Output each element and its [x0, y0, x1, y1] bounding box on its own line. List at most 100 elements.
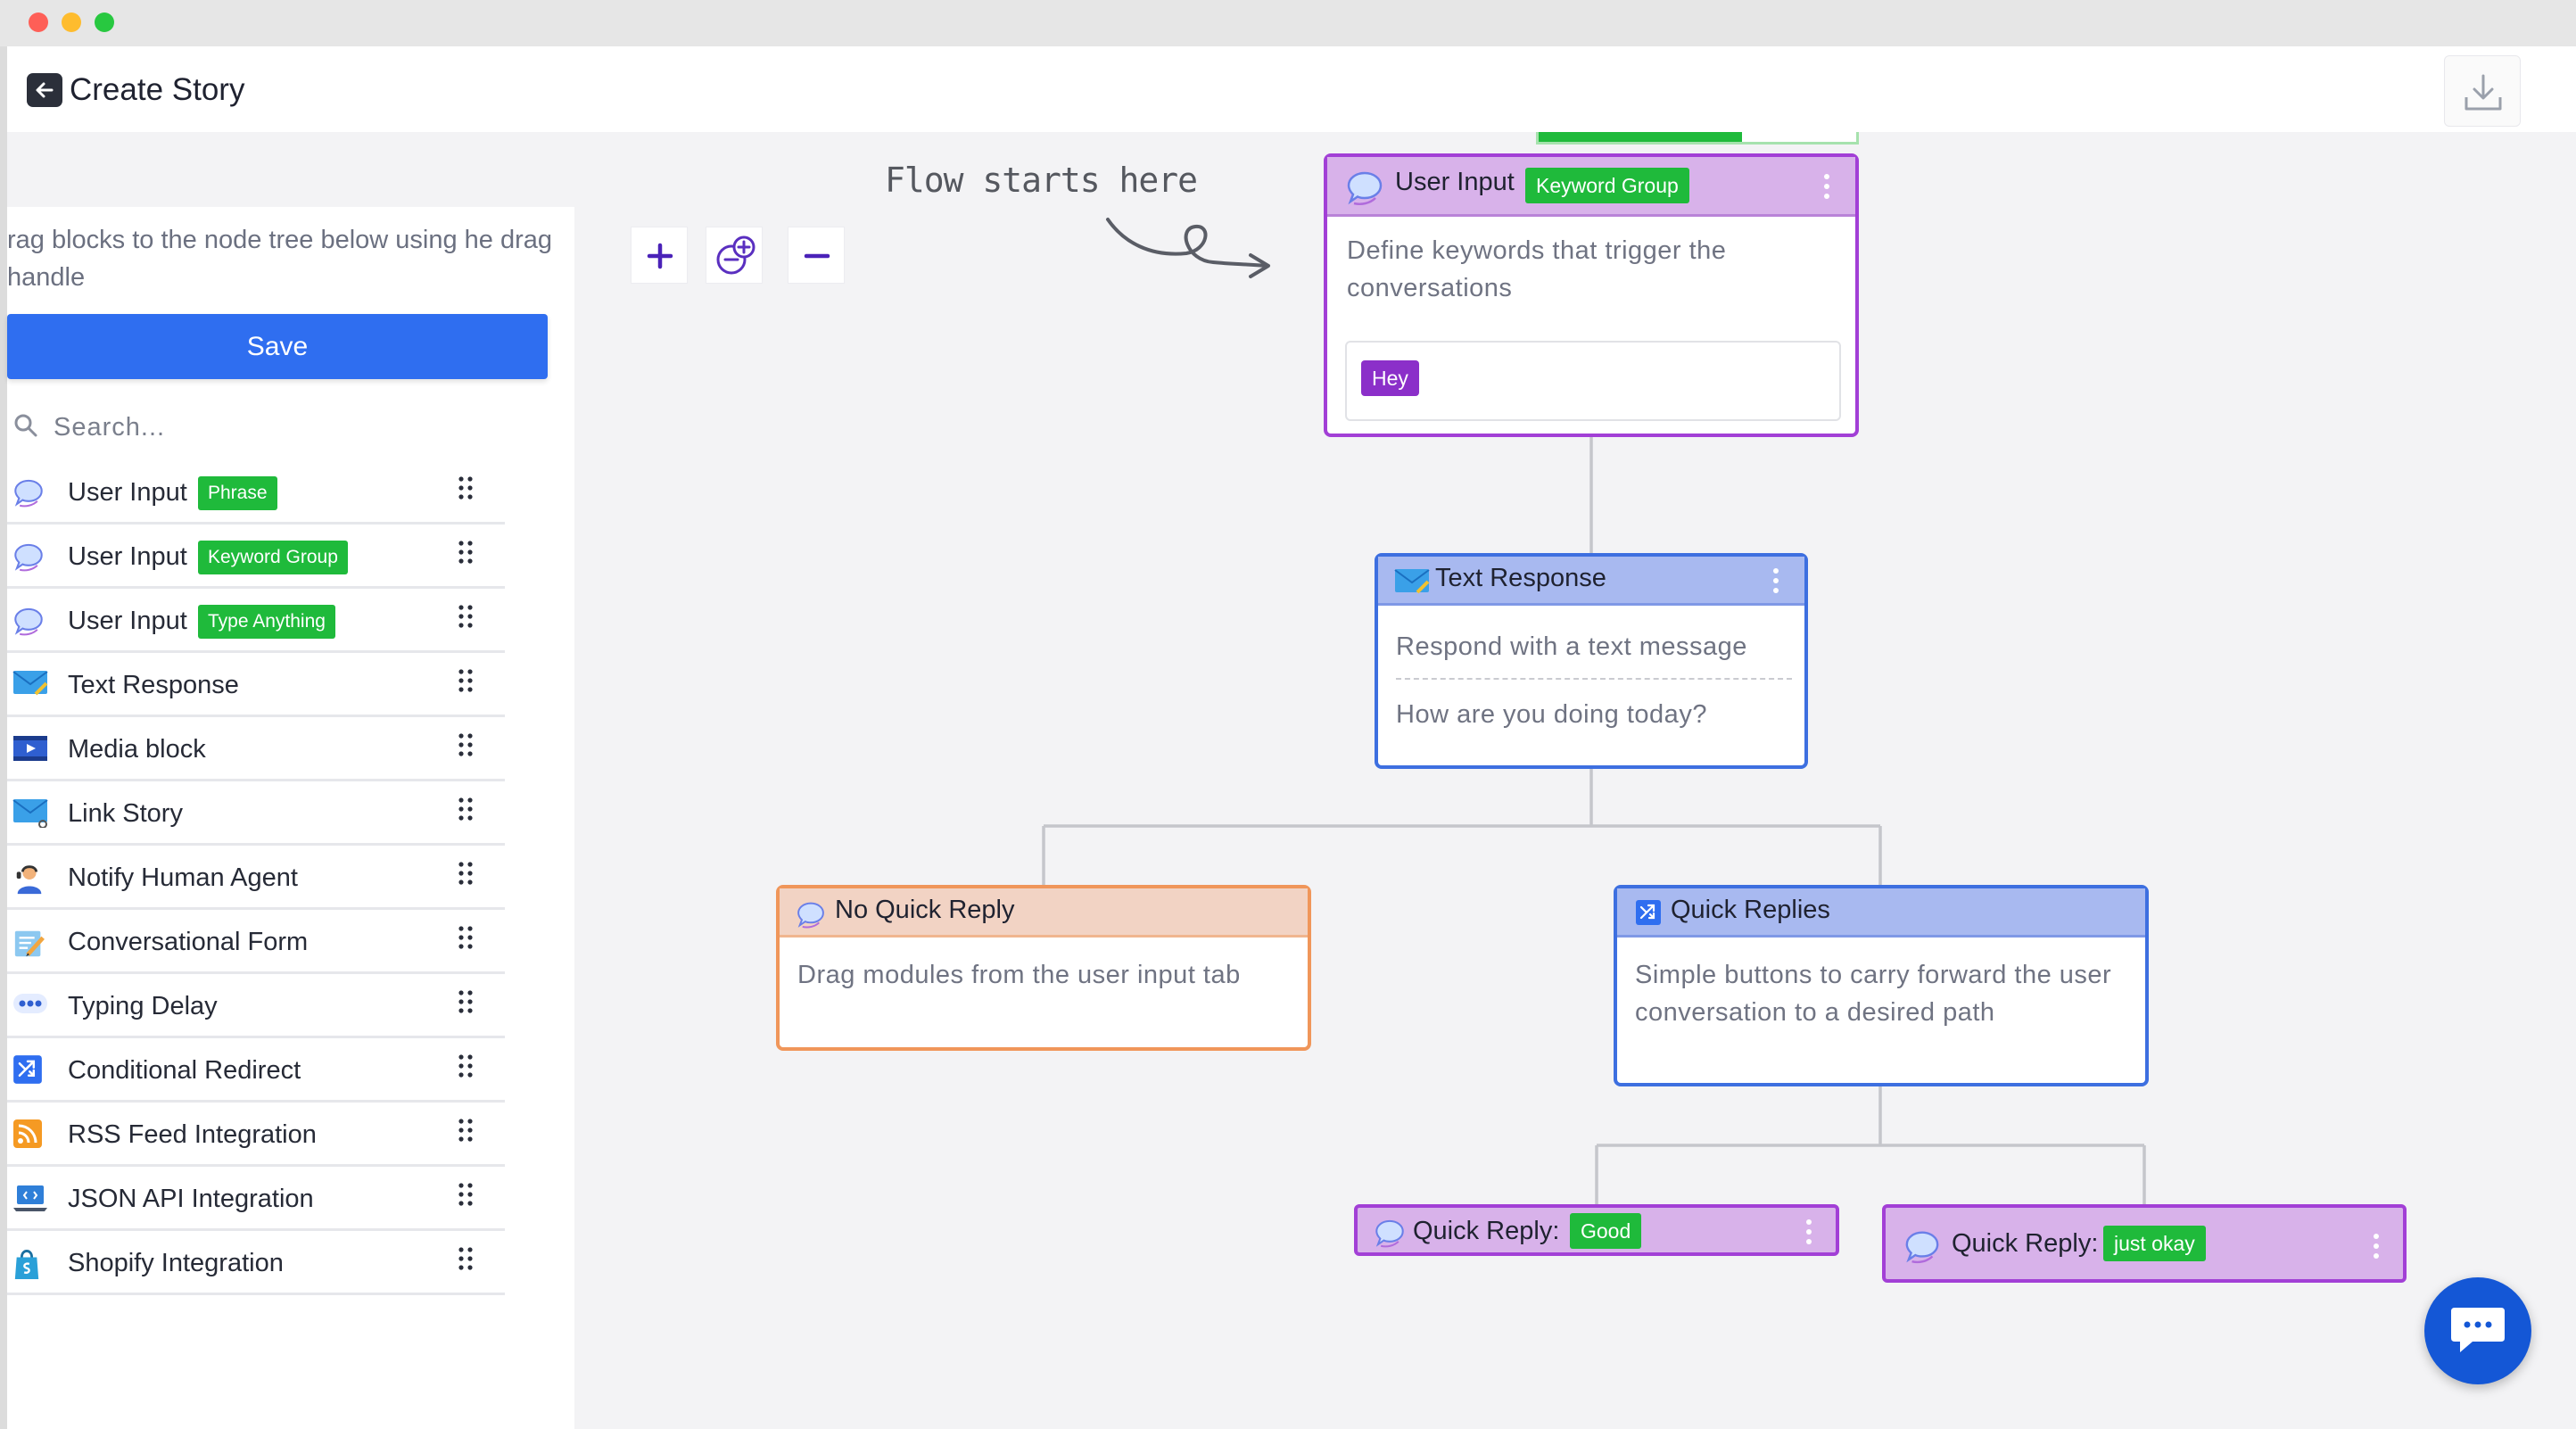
chat-bubble-icon: [12, 476, 45, 508]
zoom-in-button[interactable]: [631, 227, 688, 284]
close-window-dot[interactable]: [29, 12, 48, 32]
drag-handle-icon[interactable]: [457, 475, 475, 501]
agent-icon: [12, 862, 45, 895]
shuffle-icon: [12, 1054, 45, 1086]
block-item[interactable]: Typing Delay: [7, 976, 505, 1038]
block-item-label: User Input: [68, 542, 187, 571]
form-pencil-icon: [12, 926, 45, 958]
plus-icon: [647, 243, 673, 269]
drag-handle-icon[interactable]: [457, 1245, 475, 1272]
search-input[interactable]: [52, 407, 498, 448]
user-input-node-title: User Input: [1395, 168, 1515, 196]
block-item[interactable]: RSS Feed Integration: [7, 1104, 505, 1167]
back-button[interactable]: [27, 73, 62, 107]
block-item-label: Text Response: [68, 671, 239, 699]
zoom-reset-button[interactable]: [706, 227, 763, 284]
text-response-node-header: [1378, 557, 1804, 606]
user-input-node-description: Define keywords that trigger the convers…: [1347, 236, 1727, 302]
node-menu-icon[interactable]: [1823, 173, 1830, 200]
quick-replies-node-description: Simple buttons to carry forward the user…: [1635, 961, 2112, 1027]
block-item-label: Shopify Integration: [68, 1249, 284, 1277]
block-item-badge: Phrase: [198, 476, 277, 510]
chat-bubble-icon: [797, 902, 824, 929]
block-item[interactable]: Media block: [7, 719, 505, 781]
quick-replies-node-title: Quick Replies: [1671, 896, 1830, 924]
text-response-node-title: Text Response: [1435, 564, 1606, 592]
drag-handle-icon[interactable]: [457, 539, 475, 566]
drag-handle-icon[interactable]: [457, 988, 475, 1015]
node-menu-icon[interactable]: [2373, 1233, 2380, 1260]
response-message-text[interactable]: How are you doing today?: [1396, 700, 1707, 729]
block-item-label: Link Story: [68, 799, 183, 828]
keyword-chip[interactable]: Hey: [1361, 360, 1419, 396]
drag-handle-icon[interactable]: [457, 924, 475, 951]
offscreen-node-bar: [1539, 132, 1742, 142]
block-item-label: Conditional Redirect: [68, 1056, 301, 1085]
quick-reply-good-node[interactable]: Quick Reply: Good: [1354, 1204, 1839, 1256]
block-item-label: Typing Delay: [68, 992, 218, 1020]
block-item-label: Notify Human Agent: [68, 863, 298, 892]
code-laptop-icon: [12, 1183, 47, 1215]
window-left-edge: [0, 46, 7, 1429]
block-item-label: Media block: [68, 735, 206, 764]
flow-start-note: Flow starts here: [885, 161, 1198, 200]
block-item-label: User Input: [68, 607, 187, 635]
envelope-icon: [12, 669, 48, 701]
drag-handle-icon[interactable]: [457, 667, 475, 694]
node-menu-icon[interactable]: [1772, 567, 1779, 594]
rss-icon: [12, 1119, 45, 1151]
no-quick-reply-node-description: Drag modules from the user input tab: [797, 961, 1241, 989]
no-quick-reply-node-title: No Quick Reply: [835, 896, 1015, 924]
text-response-node[interactable]: Text Response Respond with a text messag…: [1375, 553, 1808, 769]
keyword-box[interactable]: Hey: [1345, 341, 1841, 421]
drag-handle-icon[interactable]: [457, 860, 475, 887]
minus-icon: [804, 253, 830, 259]
download-button[interactable]: [2444, 55, 2521, 127]
chat-bubble-icon: [1347, 171, 1383, 205]
node-menu-icon[interactable]: [1805, 1218, 1812, 1245]
drag-handle-icon[interactable]: [457, 603, 475, 630]
quick-replies-node-header: [1617, 888, 2145, 938]
block-item[interactable]: Conditional Redirect: [7, 1040, 505, 1103]
drag-handle-icon[interactable]: [457, 731, 475, 758]
search-icon: [14, 414, 37, 437]
block-item[interactable]: JSON API Integration: [7, 1169, 505, 1231]
envelope-icon: [1394, 569, 1430, 594]
block-item[interactable]: Notify Human Agent: [7, 847, 505, 910]
block-item-label: RSS Feed Integration: [68, 1120, 317, 1149]
quick-reply-okay-badge: just okay: [2103, 1226, 2206, 1261]
maximize-window-dot[interactable]: [95, 12, 114, 32]
sidebar-help-text: rag blocks to the node tree below using …: [7, 226, 553, 292]
chat-bubble-icon: [12, 541, 45, 573]
drag-handle-icon[interactable]: [457, 1181, 475, 1208]
chat-bubble-icon: [1375, 1219, 1404, 1248]
quick-reply-good-title: Quick Reply:: [1413, 1217, 1560, 1245]
drag-handle-icon[interactable]: [457, 1117, 475, 1144]
block-item-badge: Keyword Group: [198, 541, 348, 574]
page-header: [7, 46, 2576, 132]
block-item[interactable]: Conversational Form: [7, 912, 505, 974]
block-item[interactable]: Shopify Integration: [7, 1233, 505, 1295]
block-item[interactable]: Text Response: [7, 655, 505, 717]
quick-replies-node[interactable]: Quick Replies Simple buttons to carry fo…: [1614, 885, 2149, 1086]
chat-support-button[interactable]: [2424, 1277, 2531, 1384]
block-item-label: User Input: [68, 478, 187, 507]
drag-handle-icon[interactable]: [457, 796, 475, 822]
no-quick-reply-node[interactable]: No Quick Reply Drag modules from the use…: [776, 885, 1311, 1051]
drag-handle-icon[interactable]: [457, 1053, 475, 1079]
zoom-out-button[interactable]: [788, 227, 845, 284]
block-item[interactable]: User Input Phrase: [7, 462, 505, 525]
block-item[interactable]: Link Story: [7, 783, 505, 846]
save-button[interactable]: Save: [7, 314, 548, 379]
keyword-group-badge: Keyword Group: [1525, 168, 1689, 203]
block-item-label: Conversational Form: [68, 928, 309, 956]
shuffle-icon: [1636, 900, 1661, 925]
link-envelope-icon: [12, 797, 48, 830]
film-icon: [12, 733, 47, 765]
quick-reply-okay-node[interactable]: Quick Reply: just okay: [1882, 1204, 2407, 1283]
user-input-node[interactable]: User Input Keyword Group Define keywords…: [1324, 153, 1859, 437]
block-item[interactable]: User Input Keyword Group: [7, 526, 505, 589]
minimize-window-dot[interactable]: [62, 12, 81, 32]
offscreen-node-fragment: [1536, 132, 1859, 145]
